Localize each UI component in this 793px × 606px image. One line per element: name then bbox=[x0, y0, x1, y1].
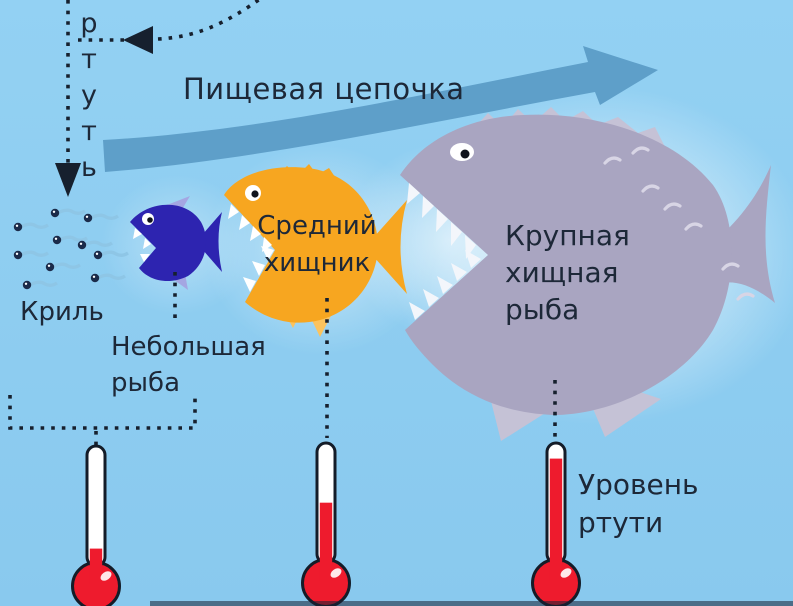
mercury-letter: т bbox=[81, 44, 97, 75]
krill-group bbox=[13, 208, 129, 290]
food-chain-arrow-shape bbox=[103, 46, 658, 172]
medium-fish-label-line: хищник bbox=[263, 248, 371, 278]
mercury-letter: т bbox=[81, 116, 97, 147]
thermometer-krill bbox=[71, 444, 121, 606]
mercury-level-label-line: ртути bbox=[578, 506, 664, 539]
medium-fish-pupil bbox=[251, 190, 259, 198]
large-fish-scales bbox=[603, 146, 755, 301]
medium-fish-tail bbox=[365, 200, 407, 294]
medium-fish-label-line: Средний bbox=[257, 211, 377, 241]
mercury-inflow-curve bbox=[157, 0, 262, 41]
medium-fish-label: Средний хищник bbox=[250, 208, 384, 282]
large-fish-lower-teeth bbox=[409, 250, 481, 320]
mercury-level-label-line: Уровень bbox=[578, 468, 699, 501]
large-fish-body bbox=[400, 114, 732, 416]
mercury-vertical-word: р т у т ь bbox=[76, 6, 102, 186]
large-fish-label-line: Крупная bbox=[505, 219, 630, 252]
mercury-letter: р bbox=[80, 8, 98, 39]
food-chain-arrow bbox=[103, 46, 658, 172]
large-fish-label-line: хищная bbox=[505, 256, 619, 289]
medium-fish-illustration bbox=[224, 164, 407, 337]
small-fish-pupil bbox=[147, 217, 153, 223]
bulb-highlight bbox=[330, 568, 342, 578]
mercury-fill bbox=[549, 458, 563, 581]
large-fish-pupil bbox=[460, 149, 470, 159]
krill-label: Криль bbox=[20, 297, 104, 327]
mercury-level-label: Уровень ртути bbox=[578, 466, 699, 542]
small-fish-tail bbox=[196, 212, 222, 272]
food-chain-title: Пищевая цепочка bbox=[183, 72, 465, 106]
mercury-letter: у bbox=[81, 80, 97, 111]
small-fish-label-line: рыба bbox=[111, 368, 180, 398]
medium-fish-lower-teeth bbox=[243, 246, 274, 292]
small-fish-illustration bbox=[130, 196, 222, 290]
large-fish-label: Крупная хищная рыба bbox=[505, 217, 630, 328]
cropped-watermark-strip bbox=[150, 601, 793, 606]
thermometer-large-fish bbox=[531, 441, 581, 606]
krill-swarm bbox=[13, 208, 129, 290]
mercury-fill bbox=[89, 548, 103, 584]
thermometer-tube bbox=[85, 444, 107, 568]
small-fish-teeth bbox=[133, 228, 151, 262]
bulb-highlight bbox=[560, 568, 572, 578]
large-fish-label-line: рыба bbox=[505, 293, 580, 326]
thermometer-medium-predator bbox=[301, 441, 351, 606]
mercury-fill bbox=[319, 502, 333, 581]
bulb-highlight bbox=[100, 571, 112, 581]
small-fish-label-line: Небольшая bbox=[111, 332, 266, 362]
small-fish-label: Небольшая рыба bbox=[111, 329, 266, 401]
medium-fish-body bbox=[224, 167, 379, 323]
krill-bracket bbox=[8, 395, 197, 430]
left-arrowhead-icon bbox=[123, 26, 153, 54]
large-fish-illustration bbox=[400, 107, 775, 441]
mercury-letter: ь bbox=[81, 152, 97, 183]
down-arrowhead-icon bbox=[55, 163, 81, 197]
